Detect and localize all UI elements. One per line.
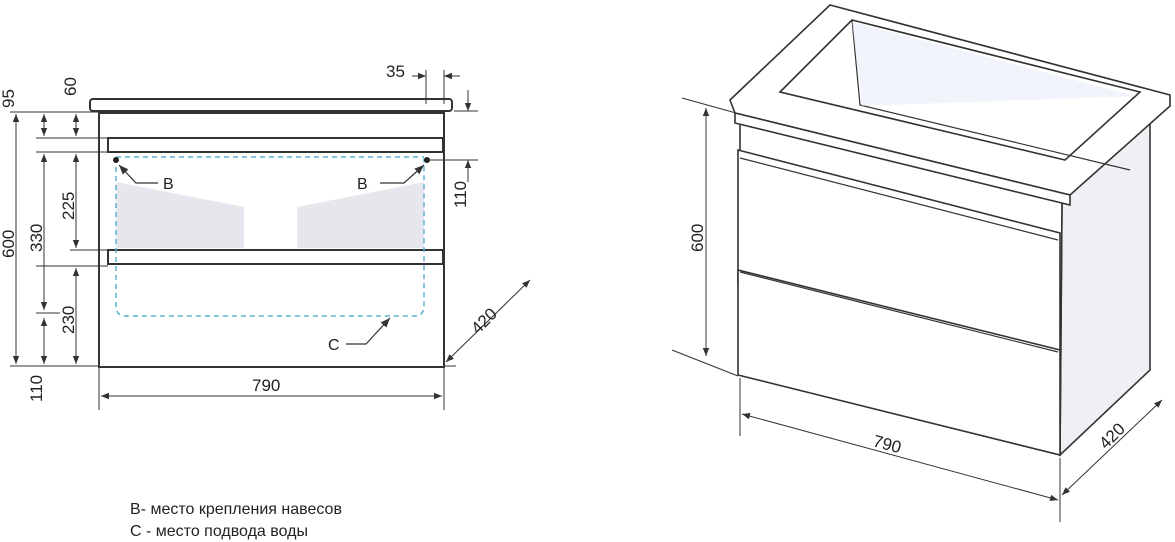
dim-110-hook: 110: [451, 181, 470, 208]
iso-width-lines: [739, 378, 1061, 522]
b-pointers: [118, 164, 425, 345]
dim-35: 35: [386, 62, 405, 81]
dim-depth-front-lines: [444, 279, 531, 367]
dim-60: 60: [61, 77, 80, 96]
front-vertical-dims: [10, 111, 108, 367]
iso-height-lines: [671, 97, 739, 377]
marker-b-left: B: [163, 176, 174, 193]
inner-shading: [116, 182, 424, 248]
dim-600: 600: [0, 230, 18, 258]
sink-outline-dashed: [115, 158, 425, 317]
iso-basin-shade: [852, 22, 1136, 106]
dim-225: 225: [59, 192, 78, 220]
iso-dim-420: 420: [1095, 419, 1128, 452]
iso-drawer-bottom: [737, 268, 1061, 457]
dim-hook-lines: [430, 90, 478, 182]
dim-110-plinth: 110: [27, 375, 46, 402]
dim-330: 330: [27, 224, 46, 252]
shade-right: [297, 182, 424, 248]
iso-dim-790: 790: [871, 432, 903, 458]
iso-handles: [739, 19, 1131, 353]
countertop: [89, 98, 453, 112]
marker-b-right: B: [357, 176, 368, 193]
iso-depth-lines: [1061, 399, 1163, 496]
dim-420-front: 420: [467, 304, 500, 337]
dim-width-front-lines: [98, 368, 445, 410]
legend-line-1: В- место крепления навесов: [130, 501, 342, 518]
dim-95: 95: [0, 89, 18, 108]
iso-dim-600: 600: [688, 224, 707, 252]
iso-basin: [778, 19, 1142, 161]
dim-790-front: 790: [252, 376, 280, 395]
dim-230: 230: [59, 306, 78, 334]
legend-line-2: С - место подвода воды: [130, 523, 308, 540]
iso-view: [729, 4, 1171, 457]
shade-left: [116, 182, 244, 248]
hook-point-right: [424, 157, 430, 163]
top-rail: [107, 137, 444, 153]
hook-point-left: [113, 157, 119, 163]
dim-overhang-lines: [412, 70, 460, 104]
marker-c: C: [328, 337, 340, 354]
middle-rail: [107, 249, 444, 265]
iso-countertop-edge: [734, 111, 1071, 207]
